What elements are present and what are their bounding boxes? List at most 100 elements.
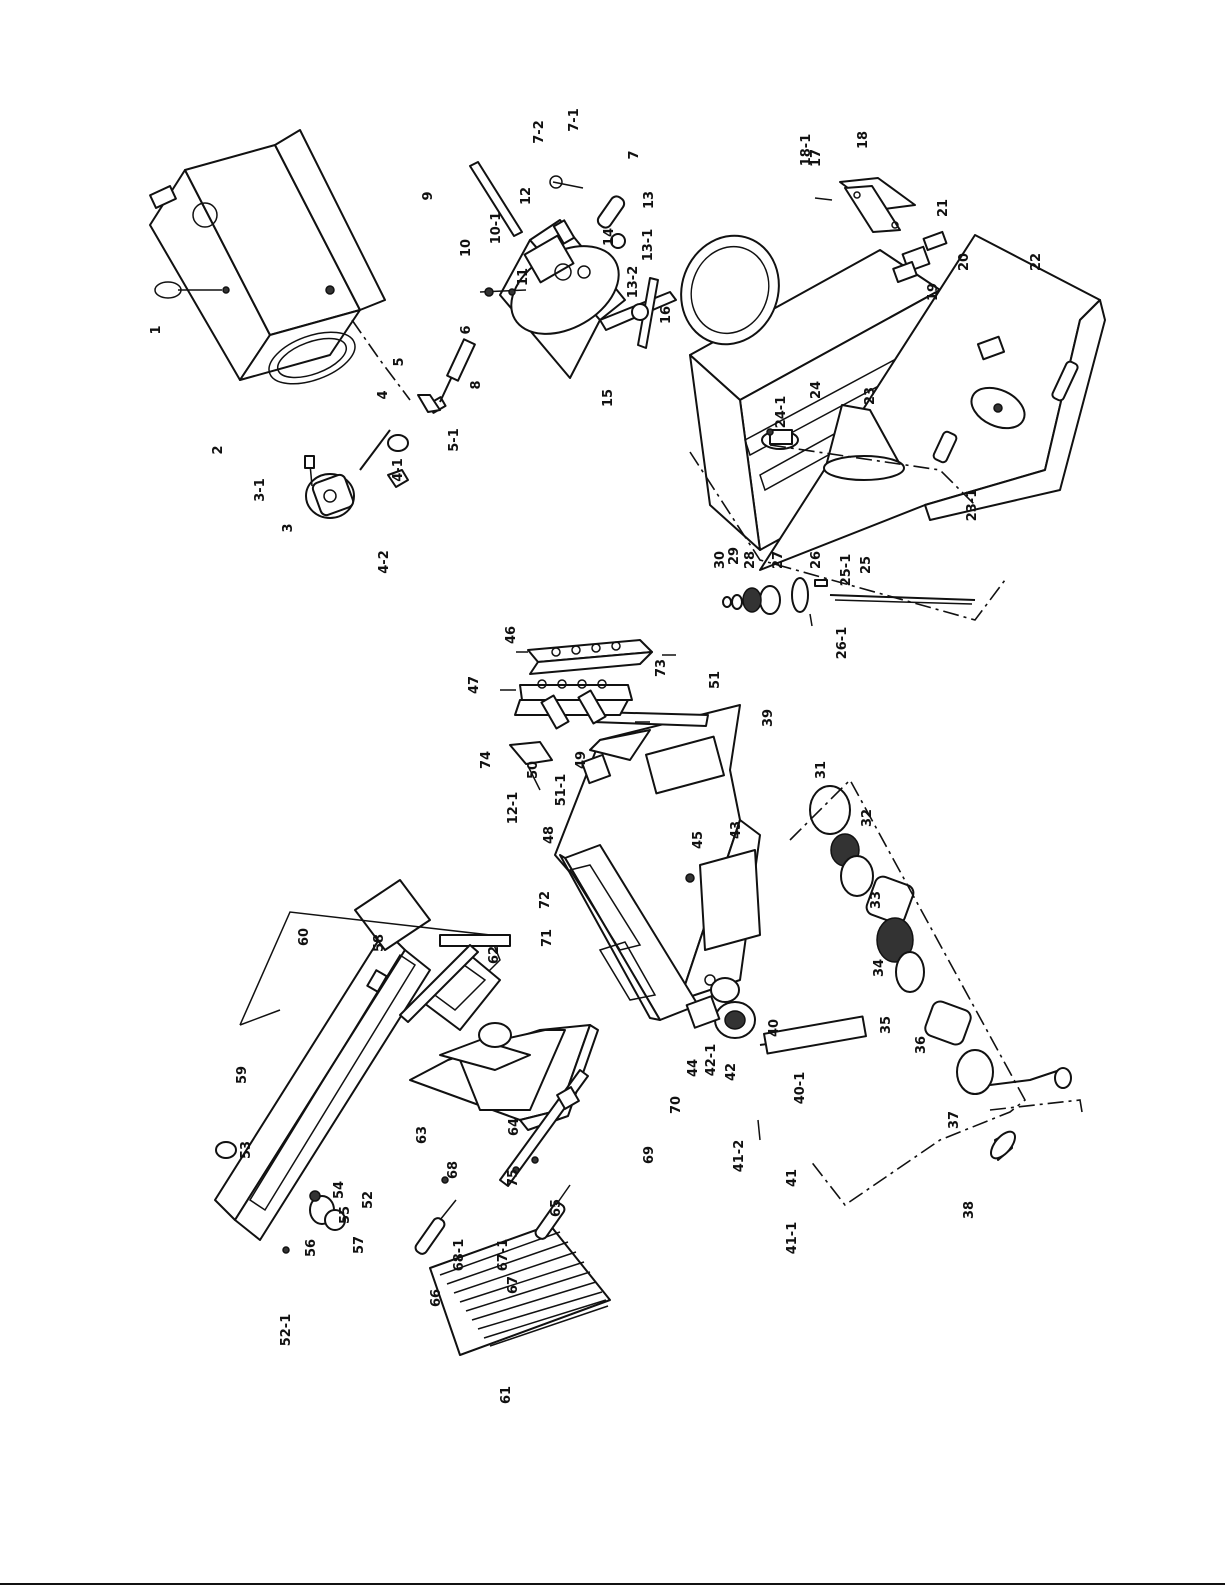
part-label-12: 12	[519, 187, 534, 205]
motor-pulley	[304, 455, 355, 519]
part-label-17: 17	[809, 149, 824, 167]
part-label-38: 38	[962, 1201, 977, 1219]
part-label-56: 56	[304, 1239, 319, 1257]
crank-handle	[990, 1130, 1016, 1161]
part-label-57: 57	[352, 1236, 367, 1254]
part-label-4-2: 4-2	[377, 550, 392, 574]
part-label-41-1: 41-1	[785, 1222, 800, 1255]
part-label-10: 10	[459, 239, 474, 257]
part-label-49: 49	[574, 751, 589, 769]
part-label-2: 2	[211, 445, 226, 454]
part-label-41: 41	[785, 1169, 800, 1187]
cross-slide	[409, 954, 599, 1131]
part-label-23: 23	[863, 387, 878, 405]
part-label-29: 29	[727, 547, 742, 565]
part-label-64: 64	[507, 1118, 522, 1136]
bottom-rule	[0, 1583, 1225, 1585]
part-label-74: 74	[479, 751, 494, 769]
part-label-62: 62	[487, 946, 502, 964]
part-label-13-1: 13-1	[641, 229, 656, 262]
part-label-21: 21	[936, 199, 951, 217]
part-label-36: 36	[914, 1036, 929, 1054]
part-label-39: 39	[761, 709, 776, 727]
part-label-16: 16	[659, 306, 674, 324]
part-label-33: 33	[869, 891, 884, 909]
part-label-59: 59	[235, 1066, 250, 1084]
part-label-70: 70	[669, 1096, 684, 1114]
part-label-52-1: 52-1	[279, 1314, 294, 1347]
part-label-51-1: 51-1	[554, 774, 569, 807]
part-label-9: 9	[421, 191, 436, 200]
part-label-34: 34	[872, 959, 887, 977]
part-label-61: 61	[499, 1386, 514, 1404]
main-table	[214, 879, 431, 1241]
part-label-46: 46	[504, 626, 519, 644]
part-label-42-1: 42-1	[704, 1044, 719, 1077]
part-label-12-1: 12-1	[506, 792, 521, 825]
handwheel-assembly	[809, 785, 1072, 1095]
head-handle-ring	[154, 281, 230, 299]
part-label-24-1: 24-1	[774, 396, 789, 429]
part-label-43: 43	[729, 821, 744, 839]
part-label-73: 73	[654, 659, 669, 677]
part-label-25: 25	[859, 556, 874, 574]
part-label-24: 24	[809, 381, 824, 399]
column-spider-handle	[599, 277, 677, 349]
part-label-35: 35	[879, 1016, 894, 1034]
part-label-18-1: 18-1	[799, 134, 814, 167]
column-cover-plate	[814, 177, 916, 233]
part-label-37: 37	[947, 1111, 962, 1129]
part-label-55: 55	[338, 1206, 353, 1224]
part-label-50: 50	[526, 761, 541, 779]
part-label-68-1: 68-1	[452, 1239, 467, 1272]
part-label-28: 28	[743, 551, 758, 569]
part-label-40-1: 40-1	[793, 1072, 808, 1105]
part-label-60: 60	[297, 928, 312, 946]
part-label-47: 47	[467, 676, 482, 694]
part-label-52: 52	[361, 1191, 376, 1209]
table-screw-parts	[215, 1141, 346, 1254]
pinion-shaft	[359, 394, 447, 488]
part-label-4: 4	[376, 390, 391, 399]
part-label-1: 1	[149, 325, 164, 334]
part-label-45: 45	[691, 831, 706, 849]
part-label-69: 69	[642, 1146, 657, 1164]
part-label-40: 40	[767, 1019, 782, 1037]
way-cover	[429, 1224, 611, 1356]
part-label-63: 63	[415, 1126, 430, 1144]
part-label-10-1: 10-1	[489, 212, 504, 245]
part-label-18: 18	[856, 131, 871, 149]
part-label-3: 3	[281, 523, 296, 532]
part-label-72: 72	[538, 891, 553, 909]
part-label-6: 6	[459, 325, 474, 334]
turret-slide	[469, 161, 626, 379]
part-labels: 1233-144-14-255-1677-17-2891010-1111212-…	[149, 108, 1044, 1404]
part-label-42: 42	[724, 1063, 739, 1081]
lead-screw	[722, 577, 976, 627]
part-label-75: 75	[506, 1169, 521, 1187]
head-casting	[149, 129, 386, 385]
part-label-3-1: 3-1	[253, 478, 268, 502]
part-label-7-2: 7-2	[532, 120, 547, 144]
part-label-20: 20	[957, 253, 972, 271]
part-label-22: 22	[1029, 253, 1044, 271]
part-label-53: 53	[239, 1141, 254, 1159]
part-label-67-1: 67-1	[496, 1239, 511, 1272]
cross-slide-gib-and-lever	[399, 934, 589, 1187]
part-label-23-1: 23-1	[965, 489, 980, 522]
part-label-58: 58	[372, 934, 387, 952]
part-label-4-1: 4-1	[391, 458, 406, 482]
part-label-41-2: 41-2	[732, 1140, 747, 1173]
part-label-27: 27	[771, 551, 786, 569]
part-label-7: 7	[627, 150, 642, 159]
part-label-31: 31	[814, 761, 829, 779]
part-label-11: 11	[516, 268, 531, 286]
part-label-26-1: 26-1	[835, 627, 850, 660]
part-label-65: 65	[549, 1199, 564, 1217]
column-base	[759, 234, 1106, 571]
feed-shaft	[685, 977, 867, 1141]
part-label-7-1: 7-1	[567, 108, 582, 132]
gib-strips	[514, 639, 709, 727]
